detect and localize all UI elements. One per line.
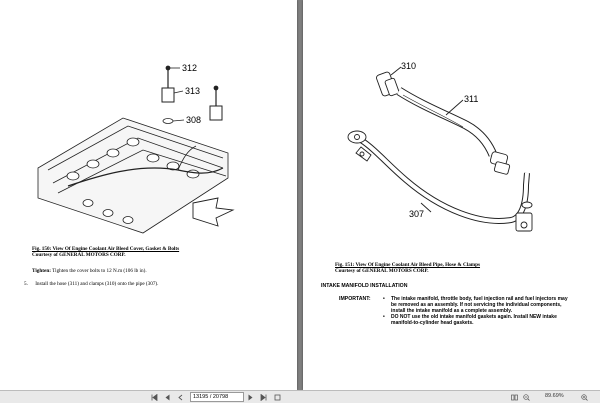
zoom-in-icon[interactable]: [580, 393, 588, 401]
figure-151-caption: Fig. 151: View Of Engine Coolant Air Ble…: [335, 262, 595, 274]
direction-arrow-icon: [192, 197, 235, 227]
document-viewport[interactable]: 312 313 308 Fig. 150: View Of Engine Coo…: [0, 0, 600, 390]
figure-150-caption: Fig. 150: View Of Engine Coolant Air Ble…: [32, 246, 292, 258]
figure-151-pipe-illustration: 310 311 307: [347, 61, 533, 232]
page-left: 312 313 308 Fig. 150: View Of Engine Coo…: [0, 0, 297, 390]
next-page-icon[interactable]: [246, 393, 254, 401]
callout-313: 313: [185, 86, 200, 96]
bullet-icon: •: [383, 296, 385, 302]
figure-151-title: Fig. 151: View Of Engine Coolant Air Ble…: [335, 262, 481, 268]
important-note-2: • DO NOT use the old intake manifold gas…: [383, 314, 573, 326]
viewer-statusbar: 13195 / 20798 89.69%: [0, 390, 600, 403]
important-note-1: • The intake manifold, throttle body, fu…: [383, 296, 573, 314]
bullet-icon: •: [383, 314, 385, 320]
figure-151-courtesy: Courtesy of GENERAL MOTORS CORP.: [335, 268, 429, 275]
callout-312: 312: [182, 63, 197, 73]
figure-150-engine-illustration: 312 313 308: [37, 63, 235, 234]
prev-page-icon[interactable]: [163, 393, 171, 401]
callout-311: 311: [464, 94, 478, 104]
callout-308: 308: [186, 115, 201, 125]
section-title: INTAKE MANIFOLD INSTALLATION: [321, 283, 408, 289]
important-notes-list: • The intake manifold, throttle body, fu…: [383, 296, 573, 326]
figure-150-courtesy: Courtesy of GENERAL MOTORS CORP.: [32, 252, 126, 259]
important-note-2-text: DO NOT use the old intake manifold gaske…: [391, 314, 557, 326]
zoom-level[interactable]: 89.69%: [545, 393, 564, 399]
page-number-field[interactable]: 13195 / 20798: [190, 392, 244, 402]
step-5: 5. Install the hose (311) and clamps (31…: [24, 281, 292, 287]
prev-arrow-icon[interactable]: [176, 393, 184, 401]
figure-150-title: Fig. 150: View Of Engine Coolant Air Ble…: [32, 246, 180, 252]
page-right: 310 311 307 Fig. 151: View Of Engine Coo…: [303, 0, 600, 390]
first-page-icon[interactable]: [150, 393, 158, 401]
tighten-text: Tighten the cover bolts to 12 N.m (106 l…: [52, 268, 147, 274]
view-mode-icon[interactable]: [510, 393, 518, 401]
zoom-out-icon[interactable]: [522, 393, 530, 401]
step-text: Install the hose (311) and clamps (310) …: [35, 281, 159, 287]
last-page-icon[interactable]: [259, 393, 267, 401]
tighten-instruction: Tighten: Tighten the cover bolts to 12 N…: [32, 268, 292, 274]
callout-310: 310: [401, 61, 416, 71]
fit-page-icon[interactable]: [273, 393, 281, 401]
tighten-label: Tighten:: [32, 268, 51, 274]
step-number: 5.: [24, 281, 28, 287]
callout-307: 307: [409, 209, 424, 219]
important-label: IMPORTANT:: [339, 296, 371, 302]
important-note-1-text: The intake manifold, throttle body, fuel…: [391, 296, 568, 314]
